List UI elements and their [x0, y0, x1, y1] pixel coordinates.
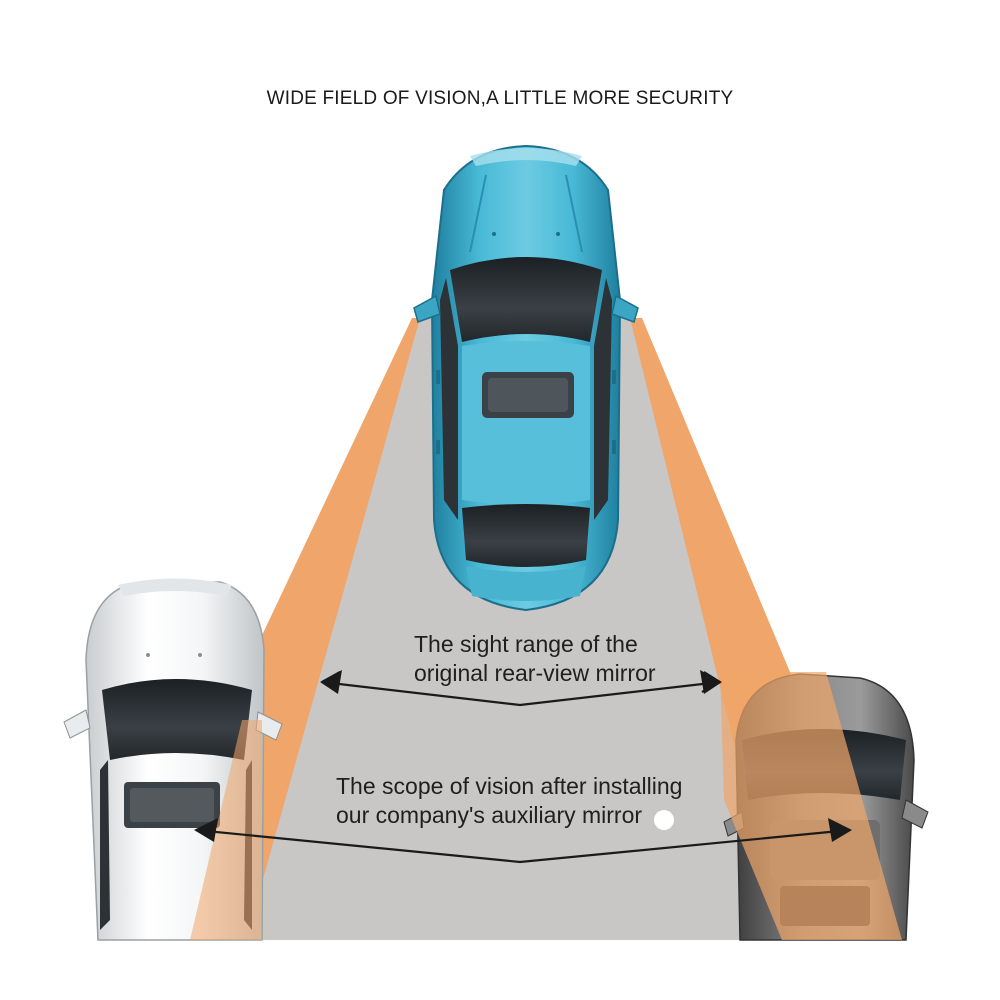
- auxiliary-range-arrow: [195, 828, 851, 864]
- headline: WIDE FIELD OF VISION,A LITTLE MORE SECUR…: [266, 88, 734, 109]
- original-caption-line1: The sight range of the: [414, 631, 638, 657]
- auxiliary-caption-line2: our company's auxiliary mirror: [336, 802, 643, 828]
- main-blue-car: [413, 144, 639, 612]
- auxiliary-arrow-head-right: [828, 818, 852, 842]
- auxiliary-caption-line1: The scope of vision after installing: [336, 773, 683, 799]
- original-arrow-head-right: [700, 670, 722, 694]
- original-mirror-caption: The sight range of the original rear-vie…: [414, 630, 656, 688]
- marker-dot: [654, 810, 674, 830]
- original-caption-line2: original rear-view mirror: [414, 660, 656, 686]
- right-car-cone-overlay: [720, 672, 902, 940]
- left-white-car: [63, 578, 283, 941]
- auxiliary-mirror-caption: The scope of vision after installing our…: [336, 772, 682, 830]
- left-car-cone-overlay: [190, 720, 262, 940]
- original-arrow-head-left: [320, 670, 342, 694]
- auxiliary-arrow-head-left: [194, 818, 218, 842]
